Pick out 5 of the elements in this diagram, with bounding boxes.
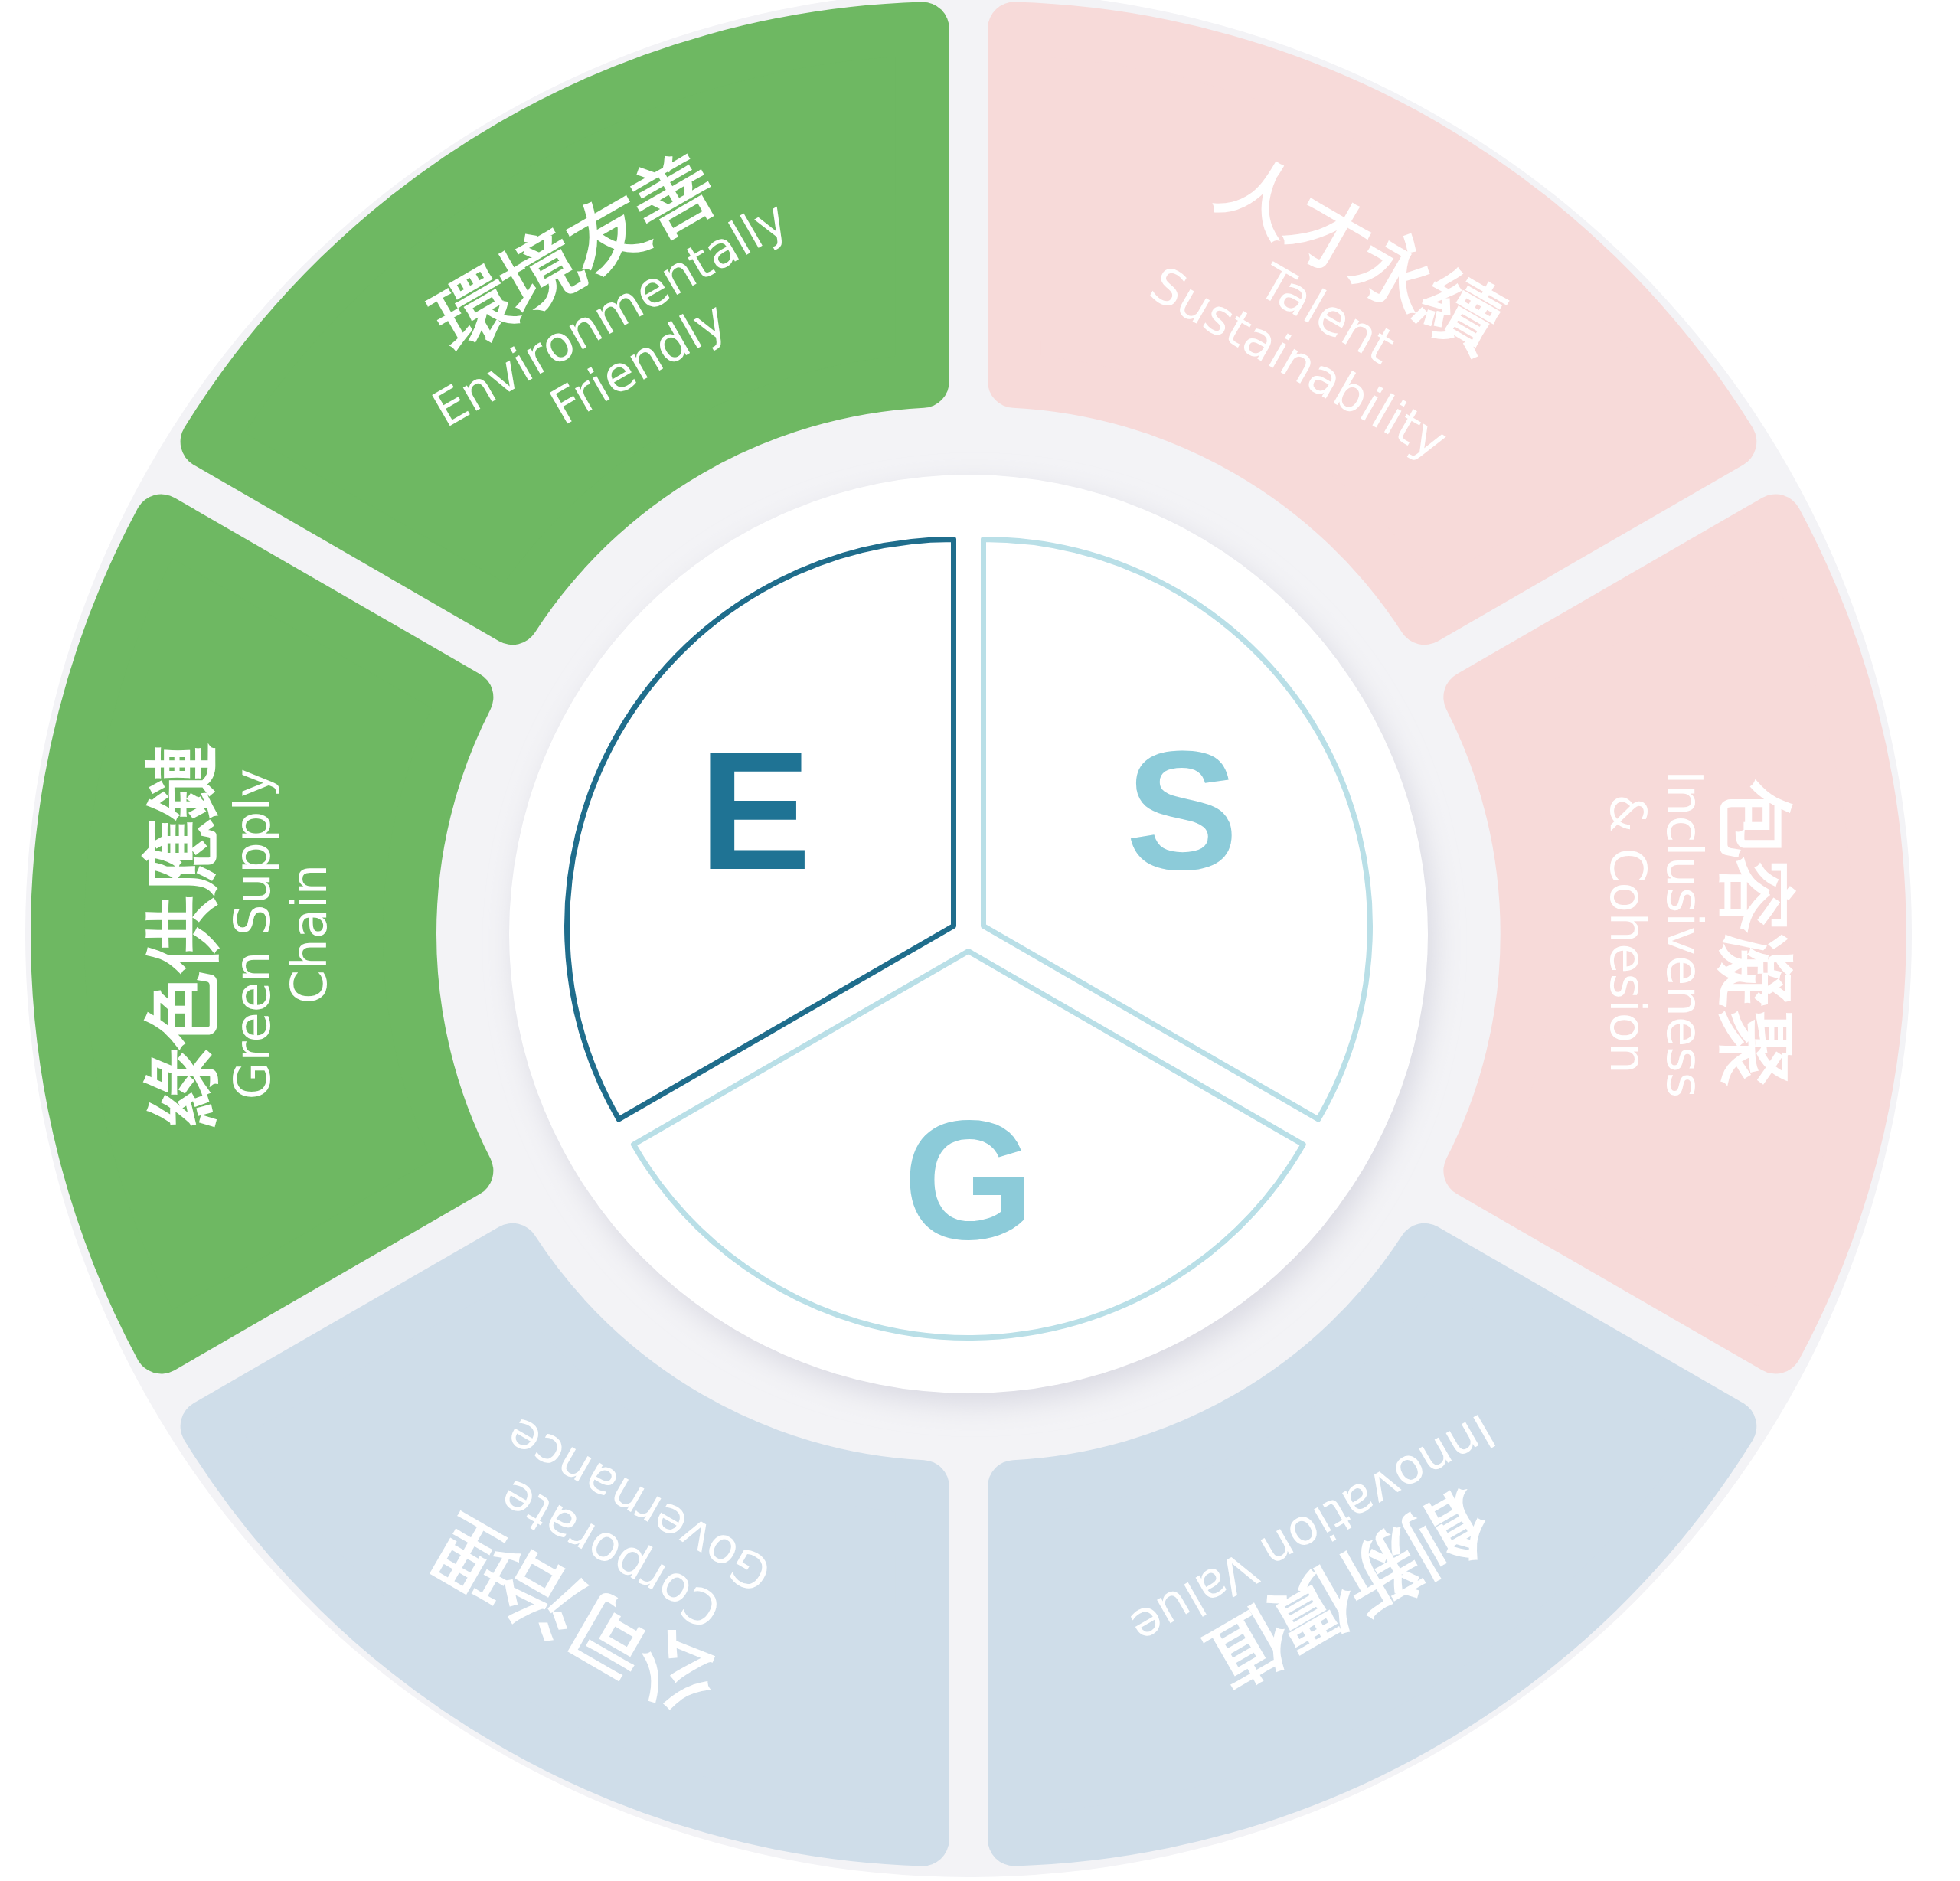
letter-label: G [903,1096,1034,1265]
letter-label: E [698,727,812,895]
letter-label: S [1125,727,1239,895]
subtitle: Green Supply Chain [224,767,338,1102]
heading: 綠色供應鏈 [136,743,225,1125]
